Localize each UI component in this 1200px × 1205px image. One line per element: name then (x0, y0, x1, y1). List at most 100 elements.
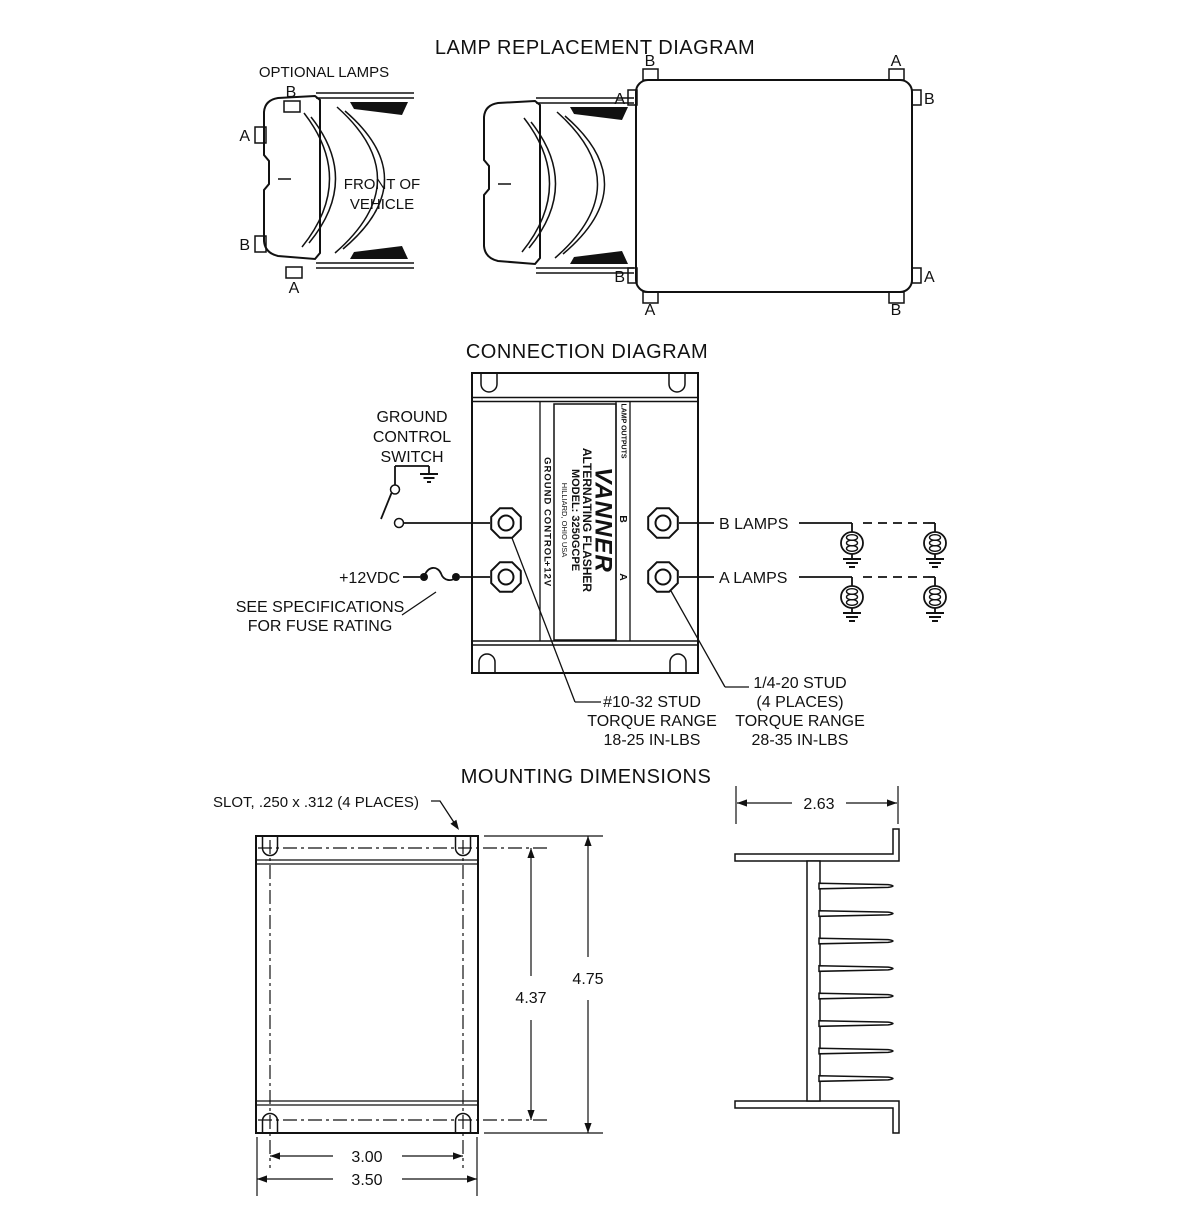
lamp-tab-bottom (285, 266, 303, 279)
ground-control-strip-label: GROUND CONTROL (542, 457, 553, 563)
lamp-tab-bottom-right (888, 291, 905, 304)
mounting-slot (668, 374, 686, 393)
body-lamp-label-left-upper: A (614, 91, 625, 108)
body-lamp-label-top-left: B (645, 53, 656, 70)
mounting-slot (669, 653, 687, 672)
flasher-label-plate (553, 403, 617, 641)
large-stud-note-line4: 28-35 IN-LBS (752, 732, 849, 749)
dim-overall-height: 4.75 (572, 971, 603, 988)
a-output-stud (647, 561, 679, 593)
ground-control-stud (490, 507, 522, 539)
mounting-title: MOUNTING DIMENSIONS (461, 766, 712, 788)
slot-note-leader (431, 800, 458, 828)
lamp-replacement-title: LAMP REPLACEMENT DIAGRAM (435, 37, 755, 59)
heatsink-spine (806, 860, 821, 1102)
lamp-tab-left-upper (627, 89, 638, 106)
body-lamp-label-right-upper: B (924, 91, 935, 108)
lamp-tab-right-lower (911, 267, 922, 284)
lamp-tab-right-upper (911, 89, 922, 106)
dim-slot-width: 3.00 (351, 1149, 382, 1166)
slot-note: SLOT, .250 x .312 (4 PLACES) (213, 794, 419, 811)
supply-circuit: +12VDC SEE SPECIFICATIONS FOR FUSE RATIN… (236, 567, 490, 635)
mounting-front-view (255, 835, 547, 1168)
flasher-unit: VANNER ALTERNATING FLASHER MODEL: 3250GC… (471, 372, 699, 674)
small-stud-note-line1: #10-32 STUD (603, 694, 701, 711)
heatsink-fin (818, 964, 894, 973)
switch-label-line1: GROUND (376, 409, 447, 426)
output-b-label: B (617, 515, 629, 523)
optional-lamps-label: OPTIONAL LAMPS (259, 64, 389, 81)
dim-slot-height: 4.37 (515, 990, 546, 1007)
cab-top-view (483, 97, 635, 274)
dim-overall-width: 3.50 (351, 1172, 382, 1189)
truck-body-outline (635, 79, 913, 293)
body-lamp-label-top-right: A (891, 53, 902, 70)
switch-arm (380, 492, 393, 520)
switch-contact-upper (389, 484, 401, 495)
mounting-slot (478, 653, 496, 672)
plus12v-strip-label: +12V (542, 561, 553, 587)
b-lamp-symbol (840, 522, 864, 568)
a-lamp-symbol (840, 576, 864, 622)
supply-label: +12VDC (339, 570, 400, 587)
lamp-tab-bottom-left (642, 291, 659, 304)
fuse-note-line1: SEE SPECIFICATIONS (236, 599, 405, 616)
a-lamp-symbol (923, 576, 947, 622)
fuse-symbol (423, 567, 457, 581)
heatsink-fin (818, 1074, 894, 1083)
front-of-vehicle-line2: VEHICLE (350, 196, 414, 213)
large-stud-leader (670, 590, 726, 688)
lamp-output-circuits: B LAMPS A LAMPS (679, 516, 947, 622)
heatsink-fin (818, 937, 894, 945)
heatsink-fin (818, 909, 894, 918)
wire-junction-dot (452, 573, 460, 581)
flasher-city-label: HILLIARD, OHIO USA (560, 483, 569, 558)
heatsink-bottom-flange (734, 1100, 900, 1134)
lamp-outputs-label: LAMP OUTPUTS (620, 403, 627, 458)
lamp-tab-left-lower (254, 235, 267, 253)
lamp-tab-top-right (888, 68, 905, 81)
large-stud-note-line3: TORQUE RANGE (735, 713, 865, 730)
body-lamp-label-left-lower: B (614, 269, 625, 286)
body-lamp-label-bottom-right: B (891, 302, 902, 319)
cab-lamp-label-left-upper: A (239, 128, 250, 145)
connection-title: CONNECTION DIAGRAM (466, 341, 708, 363)
a-lamps-label: A LAMPS (719, 570, 787, 587)
small-stud-note-line2: TORQUE RANGE (587, 713, 717, 730)
lamp-tab-left-lower (627, 267, 638, 284)
front-view-dimensions: 4.37 4.75 3.00 3.50 (256, 835, 604, 1196)
heatsink-fin (818, 992, 894, 1000)
vehicle-with-body-figure: B A A B B A A B (483, 53, 935, 319)
cab-lamp-label-top: B (286, 84, 297, 101)
fuse-note-line2: FOR FUSE RATING (248, 618, 393, 635)
fuse-note-leader (401, 591, 437, 616)
mounting-slot (261, 837, 279, 857)
heatsink-top-flange (734, 828, 900, 862)
dim-depth: 2.63 (803, 796, 834, 813)
flasher-brand-label: VANNER (590, 467, 617, 573)
output-a-label: A (617, 573, 629, 581)
connection-diagram-section: CONNECTION DIAGRAM VANNER ALTERNATING FL… (236, 341, 947, 749)
lamp-tab-top (283, 100, 301, 113)
cab-lamp-label-bottom: A (289, 280, 300, 297)
flasher-product-label: ALTERNATING FLASHER (580, 448, 594, 593)
front-of-vehicle-line1: FRONT OF (344, 176, 420, 193)
plus12v-stud (490, 561, 522, 593)
mounting-dimensions-section: MOUNTING DIMENSIONS SLOT, .250 x .312 (4… (213, 766, 900, 1196)
switch-label-line3: SWITCH (380, 449, 443, 466)
b-output-stud (647, 507, 679, 539)
optional-lamps-cab-figure: B A B A FRONT OF VEHICLE (239, 84, 420, 297)
heatsink-fin (818, 1019, 894, 1028)
small-stud-leader (511, 537, 576, 703)
stud-torque-notes: #10-32 STUD TORQUE RANGE 18-25 IN-LBS 1/… (511, 537, 865, 749)
slot-note-arrowhead (450, 819, 462, 833)
body-lamp-label-bottom-left: A (645, 302, 656, 319)
mounting-slot (454, 837, 472, 857)
ground-control-switch: GROUND CONTROL SWITCH (373, 409, 490, 529)
mounting-side-view: 2.63 (734, 786, 900, 1134)
switch-contact-lower (393, 517, 405, 529)
b-lamp-symbol (923, 522, 947, 568)
body-lamp-label-right-lower: A (924, 269, 935, 286)
